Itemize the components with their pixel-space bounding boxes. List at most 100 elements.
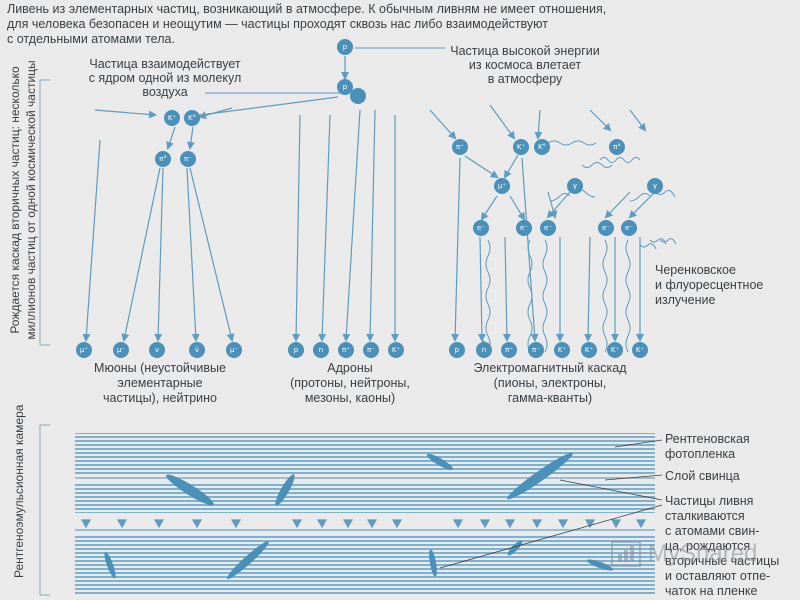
svg-text:p: p: [294, 346, 299, 354]
chamber-arrows: [80, 519, 647, 529]
particle-nodes: p p K⁺ K° π° π⁻ π⁺ K⁺ K° π° μ⁺ γ γ e⁻ e⁻…: [76, 39, 663, 358]
chamber-layer-3: [75, 535, 655, 595]
final-muon-plus: μ⁺: [76, 342, 92, 358]
collide-label-4: ца, рождаются: [665, 539, 751, 553]
svg-text:γ: γ: [653, 182, 657, 190]
svg-text:e⁻: e⁻: [520, 224, 528, 232]
final-em-kaon-plus-2: K⁺: [581, 342, 597, 358]
kaon-zero-node: K°: [184, 110, 200, 126]
collide-label-3: с атомами свин-: [665, 524, 760, 538]
svg-text:K°: K°: [188, 114, 196, 122]
final-muon-minus: μ⁻: [113, 342, 129, 358]
em-pion-plus-node: π⁺: [452, 139, 468, 155]
interaction-label-1: Частица взаимодействует: [89, 57, 241, 71]
final-em-neutron: n: [476, 342, 492, 358]
final-antineutrino: ν̄: [189, 342, 205, 358]
electron-node-4: e⁻: [598, 220, 614, 236]
caption-line-3: с отдельными атомами тела.: [7, 32, 175, 46]
svg-text:π⁻: π⁻: [184, 155, 192, 163]
electron-node-2: e⁻: [516, 220, 532, 236]
caption-line-2: для человека безопасен и неощутим — част…: [7, 17, 548, 31]
high-energy-label-3: в атмосферу: [487, 72, 563, 86]
interaction-label-3: воздуха: [142, 85, 188, 99]
em-pion-zero-node: π°: [609, 139, 625, 155]
svg-text:μ⁻: μ⁻: [230, 346, 238, 354]
svg-text:μ⁺: μ⁺: [498, 182, 506, 190]
final-em-kaon-plus-3: K⁺: [607, 342, 623, 358]
svg-text:p: p: [343, 83, 348, 91]
svg-text:e⁻: e⁻: [625, 224, 633, 232]
svg-text:π⁺: π⁺: [456, 143, 464, 151]
gamma-node-1: γ: [567, 178, 583, 194]
svg-text:μ⁺: μ⁺: [80, 346, 88, 354]
collide-label-6: и оставляют отпе-: [665, 569, 771, 583]
high-energy-label-1: Частица высокой энергии: [450, 44, 600, 58]
em-cascade-label-1: Электромагнитный каскад: [473, 361, 627, 375]
final-muon-minus-2: μ⁻: [226, 342, 242, 358]
collide-label-5: вторичные частицы: [665, 554, 780, 568]
final-pion-plus: π⁺: [338, 342, 354, 358]
svg-text:K°: K°: [538, 143, 546, 151]
cascade-bracket: [39, 79, 50, 596]
air-nucleus-node: p: [337, 79, 366, 104]
svg-text:e⁻: e⁻: [477, 224, 485, 232]
collide-label-7: чаток на пленке: [665, 584, 758, 598]
primary-proton-node: p: [337, 39, 353, 55]
cherenkov-label-1: Черенковское: [655, 263, 736, 277]
em-kaon-zero-node: K°: [534, 139, 550, 155]
svg-text:K⁺: K⁺: [168, 114, 177, 122]
lead-label: Слой свинца: [665, 469, 740, 483]
svg-text:π⁺: π⁺: [505, 346, 513, 354]
svg-text:ν: ν: [155, 346, 159, 354]
wavy-lines: [485, 140, 677, 353]
svg-text:π⁺: π⁺: [342, 346, 350, 354]
svg-text:K⁺: K⁺: [392, 346, 401, 354]
em-kaon-plus-node: K⁺: [513, 139, 529, 155]
svg-text:π⁻: π⁻: [367, 346, 375, 354]
em-muon-node: μ⁺: [494, 178, 510, 194]
cascade-arrows: [82, 56, 612, 342]
chamber-layer-2: [75, 483, 655, 513]
pointer-lines: [205, 47, 445, 94]
final-neutrino: ν: [149, 342, 165, 358]
final-proton: p: [288, 342, 304, 358]
svg-text:K⁺: K⁺: [611, 346, 620, 354]
final-neutron: n: [313, 342, 329, 358]
final-pion-minus: π⁻: [363, 342, 379, 358]
svg-text:p: p: [455, 346, 460, 354]
high-energy-label-2: из космоса влетает: [468, 58, 582, 72]
svg-text:K⁺: K⁺: [585, 346, 594, 354]
final-em-pion-minus: π⁻: [528, 342, 544, 358]
svg-text:n: n: [319, 346, 323, 354]
svg-text:π⁻: π⁻: [532, 346, 540, 354]
svg-text:π°: π°: [613, 143, 621, 151]
caption-line-1: Ливень из элементарных частиц, возникающ…: [7, 2, 607, 16]
svg-text:p: p: [343, 43, 348, 51]
muons-label-1: Мюоны (неустойчивые: [94, 361, 226, 375]
kaon-plus-node: K⁺: [164, 110, 180, 126]
final-em-kaon-plus-4: K⁺: [632, 342, 648, 358]
film-label-1: Рентгеновская: [665, 432, 750, 446]
electron-node-5: e⁻: [621, 220, 637, 236]
final-em-proton: p: [449, 342, 465, 358]
particle-tracks: [104, 452, 614, 579]
svg-text:e⁻: e⁻: [602, 224, 610, 232]
em-cascade-label-2: (пионы, электроны,: [493, 376, 607, 390]
hadrons-label-3: мезоны, каоны): [304, 391, 396, 405]
chamber-pointers: [439, 439, 663, 569]
cherenkov-label-3: излучение: [655, 293, 716, 307]
hadrons-label-2: (протоны, нейтроны,: [290, 376, 410, 390]
watermark-text: MyShared: [648, 540, 758, 567]
pion-minus-node: π⁻: [180, 151, 196, 167]
cherenkov-label-2: и флуоресцентное: [655, 278, 764, 292]
muons-label-2: элементарные: [117, 376, 203, 390]
watermark-logo-icon: [611, 541, 641, 567]
hadrons-label-1: Адроны: [327, 361, 373, 375]
gamma-node-2: γ: [647, 178, 663, 194]
svg-text:ν̄: ν̄: [195, 346, 199, 354]
collide-label-2: сталкиваются: [665, 509, 745, 523]
interaction-label-2: с ядром одной из молекул: [88, 71, 242, 85]
pion-zero-node: π°: [155, 151, 171, 167]
final-kaon-plus: K⁺: [388, 342, 404, 358]
